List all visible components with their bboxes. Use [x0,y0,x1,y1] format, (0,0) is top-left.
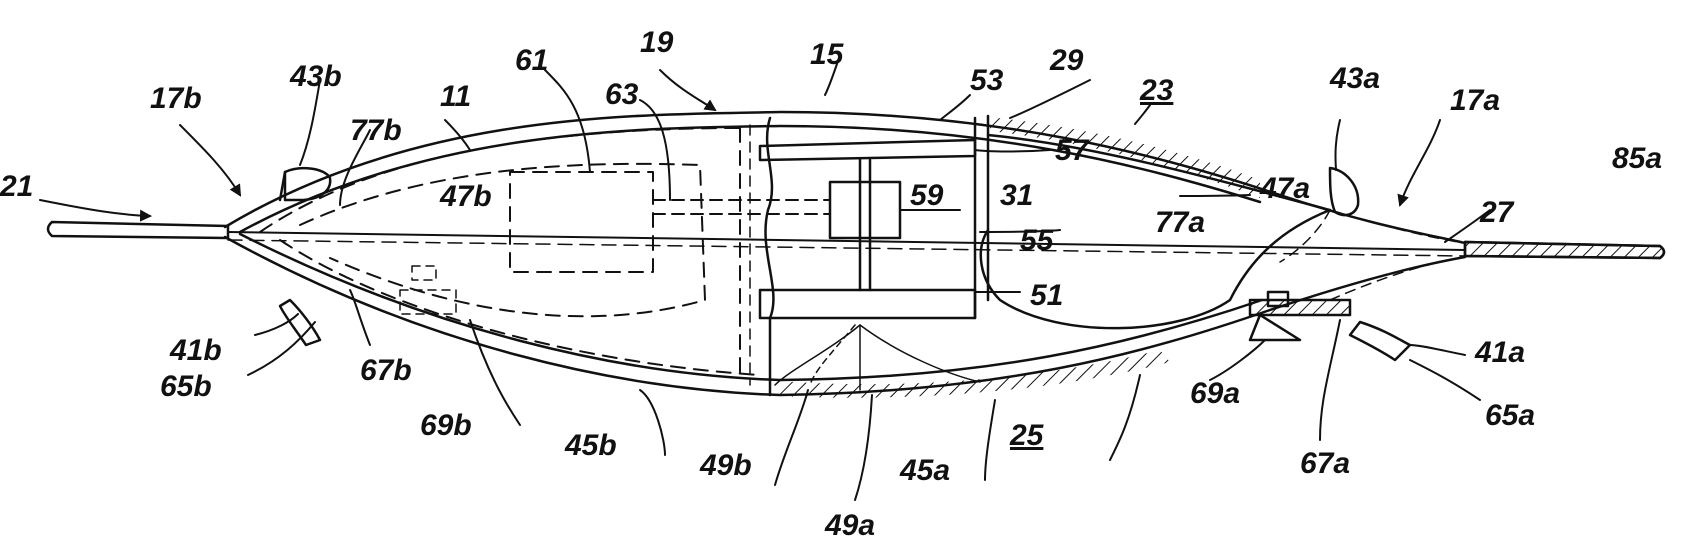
actuator-67b [399,265,457,315]
left-shaft-21 [46,220,230,240]
label-85a: 85a [1612,142,1662,175]
label-55: 55 [1020,224,1055,257]
label-31: 31 [1000,179,1033,212]
leader-lines [39,54,1491,501]
compartment-15 [749,116,977,397]
fin-43b [278,166,332,202]
label-51: 51 [1030,279,1063,312]
label-59: 59 [910,179,944,212]
actuator-67a [1248,290,1352,342]
fin-41a [1348,320,1412,362]
label-47a: 47a [1259,172,1310,205]
label-21: 21 [0,170,33,203]
label-15: 15 [810,38,845,71]
component-59 [828,180,902,240]
label-49a: 49a [824,509,875,542]
label-49b: 49b [699,449,752,482]
right-shaft-85a [1463,240,1666,260]
label-65a: 65a [1485,399,1535,432]
label-53: 53 [970,64,1004,97]
bulkhead-31 [973,114,990,320]
label-41a: 41a [1474,336,1525,369]
label-43b: 43b [289,60,342,93]
label-45b: 45b [564,429,617,462]
label-57: 57 [1055,134,1090,167]
label-61: 61 [515,44,548,77]
label-45a: 45a [899,454,950,487]
inner-hull-wall [238,124,1264,382]
label-69a: 69a [1190,377,1240,410]
label-69b: 69b [420,409,472,442]
label-41b: 41b [169,334,222,367]
label-65b: 65b [160,370,212,403]
shaft-63 [652,199,831,215]
label-63: 63 [605,78,639,111]
center-axis [227,231,1466,257]
label-77a: 77a [1155,206,1205,239]
label-67b: 67b [360,354,412,387]
label-27: 27 [1479,196,1515,229]
outer-hull-shell [223,110,1467,397]
label-23: 23 [1139,74,1174,107]
label-17a: 17a [1450,84,1500,117]
label-11: 11 [440,80,471,113]
label-25: 25 [1009,419,1045,452]
fin-43a [1328,166,1360,217]
label-43a: 43a [1329,62,1380,95]
label-17b: 17b [150,82,202,115]
cables-49a-49b [774,324,981,391]
label-77b: 77b [350,114,402,147]
fin-41b [278,298,322,347]
label-29: 29 [1049,44,1084,77]
lower-hull-25 [780,350,1170,398]
bladder-45a [979,133,1332,330]
component-61 [509,171,654,273]
upper-hull-23 [990,117,1260,198]
label-47b: 47b [439,180,492,213]
label-19: 19 [640,26,674,59]
label-67a: 67a [1300,447,1350,480]
bladder-45b [259,127,761,376]
